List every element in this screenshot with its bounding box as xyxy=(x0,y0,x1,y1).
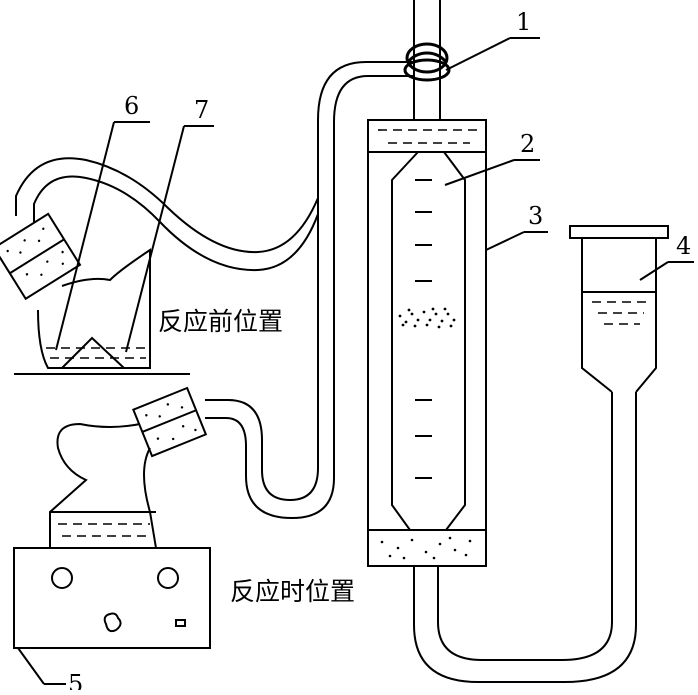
flask-during-position xyxy=(49,386,208,549)
leader-line-5 xyxy=(17,647,45,685)
leader-line-3 xyxy=(485,231,525,251)
pinch-clamp xyxy=(403,42,451,82)
label-7: 7 xyxy=(194,96,209,124)
liquid-level-dots xyxy=(398,307,456,329)
leveling-reservoir xyxy=(569,225,669,393)
rubber-tubing xyxy=(15,61,414,520)
leader-line-6 xyxy=(55,121,115,351)
gas-burette xyxy=(367,119,487,567)
label-3: 3 xyxy=(528,202,543,230)
label-4: 4 xyxy=(676,232,691,260)
caption-before-reaction: 反应前位置 xyxy=(158,307,283,336)
caption-during-reaction: 反应时位置 xyxy=(230,577,355,606)
label-6: 6 xyxy=(124,92,139,120)
leader-line-2 xyxy=(444,159,515,186)
leader-line-4 xyxy=(639,261,669,281)
label-5: 5 xyxy=(68,670,83,690)
graduated-tube xyxy=(391,151,466,531)
bottom-connecting-tube xyxy=(413,392,637,683)
top-tube xyxy=(413,0,441,120)
label-1: 1 xyxy=(516,8,531,36)
stirrer-base xyxy=(13,547,211,649)
label-2: 2 xyxy=(520,130,535,158)
flask-before-position xyxy=(0,212,190,375)
bottom-seal-dots xyxy=(380,536,472,560)
leader-line-7 xyxy=(125,125,185,353)
leader-line-1 xyxy=(445,37,511,71)
